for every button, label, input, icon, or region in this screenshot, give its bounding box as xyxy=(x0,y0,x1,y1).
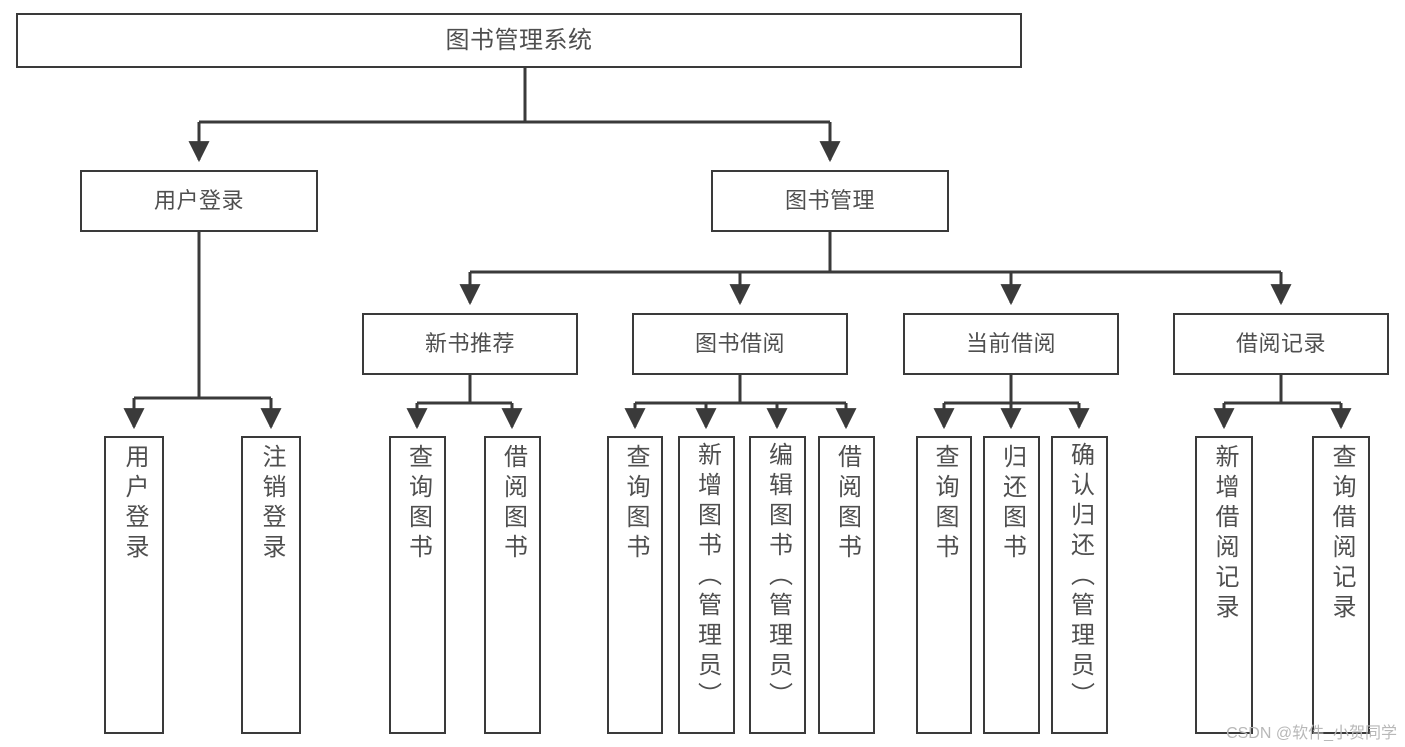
node-label: 图书管理 xyxy=(784,188,875,214)
node-label: 确认归还（管理员） xyxy=(1066,442,1094,712)
node-label: 图书管理系统 xyxy=(445,26,593,54)
leaf-node-query-borrow-record[interactable]: 查询借阅记录 xyxy=(1312,436,1370,734)
node-label: 借阅图书 xyxy=(499,444,527,564)
node-label: 查询图书 xyxy=(404,444,432,564)
leaf-node-user-login[interactable]: 用户登录 xyxy=(104,436,164,734)
node-label: 当前借阅 xyxy=(965,331,1056,357)
node-book-borrow[interactable]: 图书借阅 xyxy=(632,313,848,375)
node-label: 查询图书 xyxy=(931,444,958,564)
node-label: 图书借阅 xyxy=(694,331,785,357)
node-label: 编辑图书（管理员） xyxy=(764,442,792,712)
leaf-node-borrow-book-1[interactable]: 借阅图书 xyxy=(484,436,541,734)
node-borrow-record[interactable]: 借阅记录 xyxy=(1173,313,1389,375)
leaf-node-edit-book-admin[interactable]: 编辑图书（管理员） xyxy=(749,436,806,734)
node-current-borrow[interactable]: 当前借阅 xyxy=(903,313,1119,375)
leaf-node-borrow-book-2[interactable]: 借阅图书 xyxy=(818,436,875,734)
node-book-management[interactable]: 图书管理 xyxy=(711,170,949,232)
node-label: 借阅图书 xyxy=(833,444,861,564)
node-root-system[interactable]: 图书管理系统 xyxy=(16,13,1022,68)
leaf-node-query-book-2[interactable]: 查询图书 xyxy=(607,436,663,734)
csdn-watermark: CSDN @软件_小贺同学 xyxy=(1226,725,1397,742)
leaf-node-add-book-admin[interactable]: 新增图书（管理员） xyxy=(678,436,735,734)
node-label: 新增图书（管理员） xyxy=(693,442,721,712)
leaf-node-return-book[interactable]: 归还图书 xyxy=(983,436,1040,734)
node-label: 用户登录 xyxy=(121,444,148,564)
node-label: 查询借阅记录 xyxy=(1328,444,1355,624)
leaf-node-confirm-return-admin[interactable]: 确认归还（管理员） xyxy=(1051,436,1108,734)
leaf-node-logout[interactable]: 注销登录 xyxy=(241,436,301,734)
node-label: 新书推荐 xyxy=(424,331,515,357)
leaf-node-query-book-1[interactable]: 查询图书 xyxy=(389,436,446,734)
node-label: 查询图书 xyxy=(622,444,649,564)
node-label: 归还图书 xyxy=(998,444,1026,564)
node-user-login[interactable]: 用户登录 xyxy=(80,170,318,232)
node-label: 用户登录 xyxy=(153,188,244,214)
node-label: 借阅记录 xyxy=(1235,331,1326,357)
node-label: 注销登录 xyxy=(258,444,285,564)
node-new-book-recommend[interactable]: 新书推荐 xyxy=(362,313,578,375)
leaf-node-query-book-3[interactable]: 查询图书 xyxy=(916,436,972,734)
leaf-node-add-borrow-record[interactable]: 新增借阅记录 xyxy=(1195,436,1253,734)
node-label: 新增借阅记录 xyxy=(1211,444,1238,624)
